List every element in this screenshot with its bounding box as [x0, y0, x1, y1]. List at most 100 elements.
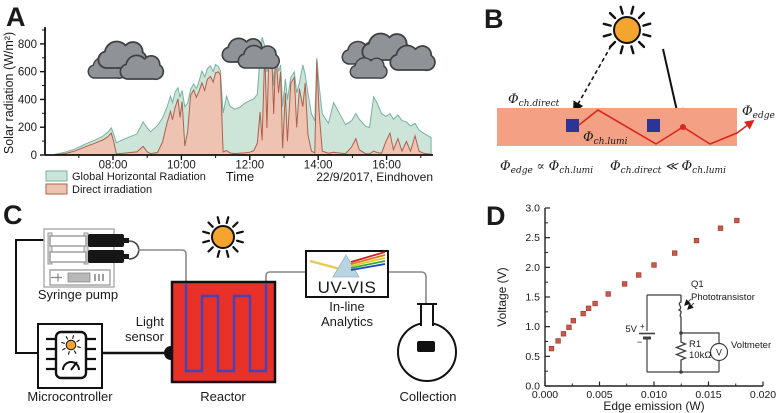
circuit-wires: [646, 294, 719, 373]
phi-ch-lumi-label: Φch.lumi: [583, 130, 628, 147]
d-x-tick-label: 0.005: [586, 389, 612, 401]
phi-edge-label: Φedge: [742, 104, 775, 121]
syringe-union-tube: [128, 240, 140, 260]
dye-site-square: [566, 119, 579, 132]
r1-value-label: 10kΩ: [689, 350, 711, 361]
node-dot: [679, 370, 683, 374]
a-legend: Global Horizontal Radiation Direct irrad…: [45, 170, 206, 196]
pump-rail: [83, 232, 89, 265]
a-y-axis-label: Solar radiation (W/m²): [2, 32, 16, 154]
data-point-marker: [717, 225, 724, 231]
chip-icon: [54, 330, 88, 380]
node-dot: [679, 331, 683, 335]
rainbow-beam-icon: [350, 251, 386, 271]
sun-icon: [602, 5, 652, 55]
a-date-annotation: 22/9/2017, Eindhoven: [316, 170, 433, 184]
sun-ray: [65, 336, 69, 340]
sun-ray: [642, 33, 652, 38]
syringe-barrel: [49, 251, 87, 263]
sun-ray: [235, 239, 244, 244]
syringe-pump: [43, 228, 129, 288]
syringe-tip: [124, 254, 129, 259]
uv-vis-label: UV-VIS: [318, 278, 377, 297]
a-x-axis-label: Time: [226, 169, 254, 184]
dye-site-square: [647, 119, 660, 132]
sun-ray: [207, 246, 214, 253]
sun-ray: [225, 216, 230, 225]
sun-ray: [232, 221, 239, 228]
sun-ray: [61, 341, 65, 344]
luminescent-slab: [497, 108, 737, 146]
formula-direct-muchless: Φch.direct ≪ Φch.lumi: [610, 159, 726, 176]
panel-b-letter: B: [484, 4, 504, 34]
data-point-marker: [580, 310, 586, 317]
reactor: [170, 280, 277, 384]
battery-minus-sign: −: [637, 337, 642, 347]
a-y-tick-label: 800: [18, 39, 37, 51]
sun-ray: [72, 335, 75, 339]
light-arrow-icon: [684, 298, 692, 306]
sun-icon: [202, 216, 244, 258]
sun-ray: [608, 11, 617, 20]
pump-keypad-icon: [94, 274, 104, 281]
light-sensor-label-1: Light: [136, 314, 165, 329]
sun-ray: [76, 339, 80, 343]
sun-ray: [62, 347, 66, 351]
light-arrow-icon: [687, 302, 695, 310]
sun-ray: [207, 221, 214, 228]
data-point-marker: [621, 281, 628, 287]
gauge-icon: [62, 361, 80, 371]
sun-ray: [202, 230, 211, 235]
data-point-marker: [560, 331, 567, 337]
d-y-tick-label: 2.5: [525, 232, 540, 244]
feedback-wire: [15, 239, 44, 354]
supply-label: 5V: [625, 324, 637, 335]
direct-area: [54, 50, 432, 156]
sun-ray: [619, 45, 624, 55]
pump-display: [67, 272, 91, 283]
sun-ray: [225, 249, 230, 258]
panel-a-letter: A: [6, 2, 26, 32]
sun-disc: [211, 225, 235, 249]
gauge-needle: [70, 361, 78, 371]
sun-ray: [216, 249, 221, 258]
uv-vis-analyzer: UV-VIS: [305, 250, 389, 298]
a-y-tick-label: 200: [18, 122, 37, 134]
d-y-tick-label: 0.0: [525, 381, 540, 393]
syringe-plunger: [88, 234, 124, 247]
syringe-tip: [124, 238, 129, 243]
sun-ray: [642, 22, 652, 27]
phototransistor-icon: [677, 295, 682, 333]
flask-neck-mask: [421, 318, 433, 330]
pump-rail: [47, 232, 53, 265]
reactor-label: Reactor: [200, 389, 246, 404]
sun-ray: [619, 5, 624, 15]
serpentine-channel: [184, 283, 268, 373]
q1-label: Q1: [691, 279, 704, 290]
sun-disc: [65, 339, 77, 351]
d-y-tick-label: 0.5: [525, 351, 540, 363]
syringe-plunger: [88, 250, 124, 263]
sun-ray: [630, 5, 635, 15]
data-point-marker: [555, 338, 561, 344]
sun-ray: [602, 22, 612, 27]
sun-icon-small: [61, 335, 81, 355]
resistor-icon: [674, 333, 688, 372]
collection-tube: [388, 271, 427, 303]
a-x-tick-label: 12:00: [235, 160, 264, 172]
chip-pins-icon: [46, 337, 96, 371]
d-y-tick-label: 1.0: [525, 321, 540, 333]
data-point-marker: [693, 237, 700, 244]
direct-photon-dashed-arrow: [572, 45, 612, 113]
sun-disc: [613, 16, 641, 44]
data-point-marker: [592, 300, 598, 307]
phi-ch-direct-label: Φch.direct: [508, 92, 560, 109]
flask-label-patch: [417, 341, 435, 352]
sun-ray: [73, 350, 77, 354]
collection-label: Collection: [399, 389, 456, 404]
d-x-tick-label: 0.010: [641, 389, 667, 401]
sun-ray: [202, 239, 211, 244]
